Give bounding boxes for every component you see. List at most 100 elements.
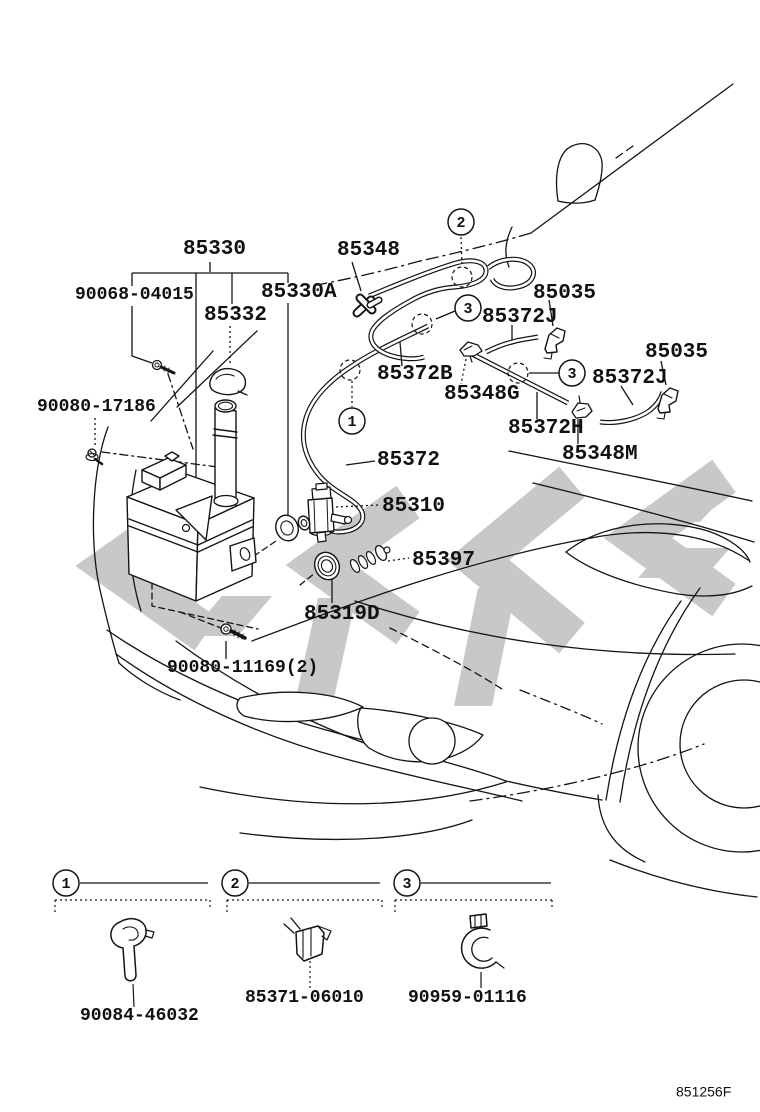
part-label: 85035	[645, 341, 708, 364]
part-label: 85319D	[304, 603, 380, 626]
part-label: 85372	[377, 449, 440, 472]
body-line	[237, 390, 248, 396]
body-line	[239, 819, 473, 841]
body-line	[311, 260, 421, 287]
body-line	[471, 936, 493, 962]
body-line	[543, 352, 553, 360]
body-line	[519, 689, 603, 725]
wheel-inner-outline	[679, 679, 760, 809]
part-label: 85372J	[592, 367, 668, 390]
body-line	[571, 402, 593, 419]
legend-leader	[132, 983, 135, 1008]
body-line	[118, 662, 181, 701]
body-line	[505, 226, 513, 268]
body-line	[93, 457, 104, 466]
small-parts	[275, 293, 679, 581]
body-line	[605, 600, 682, 801]
clip-position-marker	[411, 313, 433, 335]
fog-lamp	[408, 717, 456, 765]
part-label: 85348	[337, 239, 400, 262]
part-label: 85348G	[444, 383, 520, 406]
body-line	[299, 572, 316, 586]
body-line	[159, 464, 187, 491]
body-line	[236, 691, 364, 723]
body-line	[460, 927, 497, 969]
legend-callout-number: 3	[402, 876, 411, 893]
body-line	[197, 519, 253, 546]
body-line	[179, 611, 222, 629]
clip-position-marker	[507, 362, 529, 384]
body-line	[163, 365, 166, 372]
body-line	[128, 525, 199, 553]
body-line	[167, 373, 194, 450]
leader-line	[131, 355, 153, 364]
clip-position-marker	[339, 359, 361, 381]
body-line	[530, 83, 734, 234]
body-line	[233, 629, 236, 637]
body-line	[597, 794, 646, 863]
part-label: 85330	[183, 238, 246, 261]
body-line	[164, 451, 180, 462]
body-line	[176, 330, 258, 408]
body-line	[241, 633, 244, 640]
body-line	[317, 925, 332, 941]
part-label: 85035	[533, 282, 596, 305]
joint-rib	[365, 551, 377, 565]
legend-callout-number: 2	[230, 876, 239, 893]
body-line	[253, 540, 277, 557]
joint-rib	[357, 555, 369, 569]
body-line	[89, 450, 95, 456]
body-line	[315, 482, 328, 491]
hose-core	[487, 258, 535, 290]
body-line	[215, 373, 235, 380]
leader-line	[351, 261, 362, 292]
body-line	[209, 367, 247, 396]
body-line	[615, 145, 634, 159]
watermark-fragment	[188, 596, 272, 636]
legend-callout-circle	[393, 869, 421, 897]
watermark-fragment	[454, 588, 516, 706]
body-line	[110, 918, 147, 982]
part-label: 90080-11169(2)	[167, 658, 318, 678]
joint-rib	[349, 559, 361, 573]
body-line	[106, 629, 507, 782]
body-line	[619, 587, 701, 803]
watermark-chevron	[446, 466, 585, 654]
callout-circle-3	[454, 294, 482, 322]
grommet	[297, 515, 311, 531]
leader-line	[399, 341, 403, 367]
body-line	[122, 926, 139, 941]
callout-number-2: 2	[456, 215, 465, 232]
body-line	[469, 355, 473, 363]
body-line	[195, 497, 255, 602]
outlet-hole	[239, 547, 251, 561]
callout-circle-3	[558, 359, 586, 387]
car-body-outline	[92, 83, 760, 898]
body-line	[565, 551, 753, 597]
body-line	[326, 499, 329, 532]
hose-core	[368, 259, 488, 303]
bolt-11169-hex	[223, 626, 229, 632]
body-line	[555, 143, 603, 202]
callout-circle-1	[338, 407, 366, 435]
leader-lines	[94, 236, 667, 659]
body-line	[565, 523, 751, 563]
body-line	[159, 365, 176, 375]
filler-neck-opening	[217, 401, 234, 411]
legend-callout-number: 1	[61, 876, 70, 893]
legend-part-number: 85371-06010	[245, 988, 364, 1008]
hose-core	[369, 299, 425, 361]
watermark-fragment	[292, 598, 356, 716]
callout-circle-2	[447, 208, 475, 236]
part-label: 85372H	[508, 417, 584, 440]
pump-outlet	[343, 515, 353, 525]
t-connector-core	[368, 298, 381, 307]
hose-core	[485, 335, 539, 354]
doc-code: 851256F	[676, 1083, 731, 1099]
body-line	[307, 497, 335, 534]
joint-tip	[383, 546, 391, 554]
leader-line	[435, 310, 456, 320]
body-line	[213, 428, 238, 433]
body-line	[237, 631, 240, 639]
